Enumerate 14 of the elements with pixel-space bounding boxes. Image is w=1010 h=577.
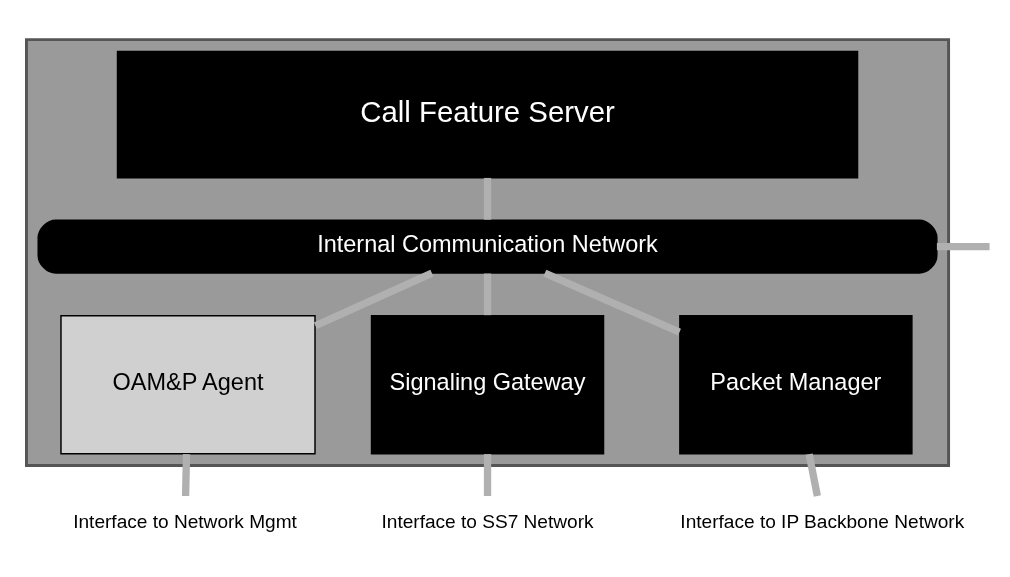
connector bbox=[543, 269, 681, 336]
node-text: Interface to IP Backbone Network bbox=[680, 510, 965, 532]
node-box: OAM&P Agent bbox=[60, 314, 316, 455]
node-text: Interface to SS7 Network bbox=[381, 510, 594, 532]
node-box: Internal Communication Network bbox=[37, 219, 938, 274]
connector bbox=[483, 273, 492, 316]
cluster bbox=[25, 38, 951, 467]
node-box: Signaling Gateway bbox=[370, 314, 605, 455]
node-box: Call Feature Server bbox=[116, 50, 859, 179]
connector bbox=[483, 177, 492, 220]
connector bbox=[181, 454, 191, 497]
node-box: Packet Manager bbox=[679, 314, 913, 455]
node-text: Interface to Network Mgmt bbox=[73, 510, 297, 532]
connector bbox=[313, 269, 434, 330]
